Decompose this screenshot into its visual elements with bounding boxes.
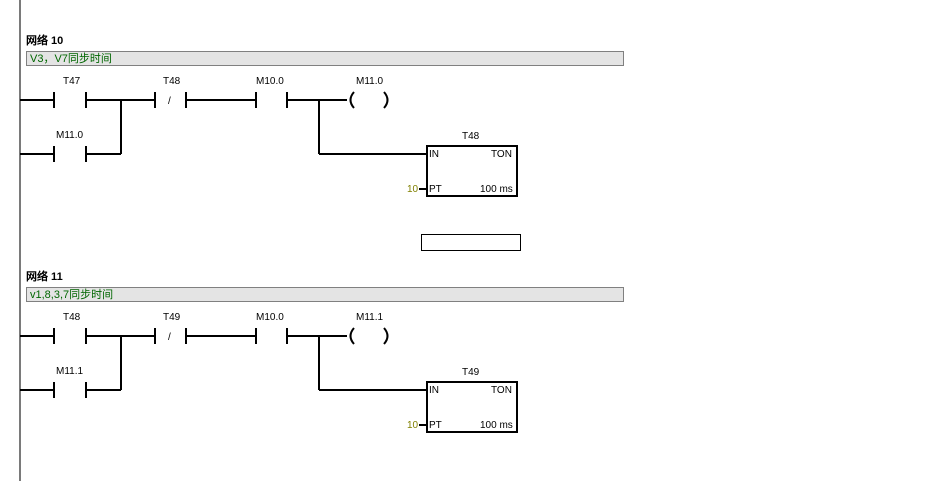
timer-pt-value[interactable]: 10 <box>407 184 419 195</box>
timer-in-pin: IN <box>429 149 439 160</box>
contact-not-symbol: / <box>168 332 171 343</box>
timer-name[interactable]: T48 <box>462 131 480 142</box>
timer-pt-pin: PT <box>429 184 442 195</box>
branch-contact-label[interactable]: M11.0 <box>56 130 83 141</box>
contact-label[interactable]: M10.0 <box>256 312 284 323</box>
power-rail <box>0 0 21 481</box>
coil-label[interactable]: M11.0 <box>356 76 383 87</box>
coil-label[interactable]: M11.1 <box>356 312 383 323</box>
contact-label[interactable]: T48 <box>63 312 81 323</box>
timer-pt-pin: PT <box>429 420 442 431</box>
timer-in-pin: IN <box>429 385 439 396</box>
network-title-10[interactable]: 网络 10 <box>26 35 64 47</box>
contact-label[interactable]: T48 <box>163 76 181 87</box>
timer-type: TON <box>491 385 512 396</box>
timer-type: TON <box>491 149 512 160</box>
timer-base: 100 ms <box>480 420 513 431</box>
branch-contact-label[interactable]: M11.1 <box>56 366 83 377</box>
contact-label[interactable]: M10.0 <box>256 76 284 87</box>
network-comment-10[interactable]: V3，V7同步时间 <box>26 51 624 66</box>
network-comment-11[interactable]: v1,8,3,7同步时间 <box>26 287 624 302</box>
contact-not-symbol: / <box>168 96 171 107</box>
empty-network-box[interactable] <box>421 234 521 251</box>
timer-base: 100 ms <box>480 184 513 195</box>
contact-label[interactable]: T47 <box>63 76 81 87</box>
timer-name[interactable]: T49 <box>462 367 480 378</box>
timer-pt-value[interactable]: 10 <box>407 420 419 431</box>
contact-label[interactable]: T49 <box>163 312 181 323</box>
network-title-11[interactable]: 网络 11 <box>26 271 63 283</box>
